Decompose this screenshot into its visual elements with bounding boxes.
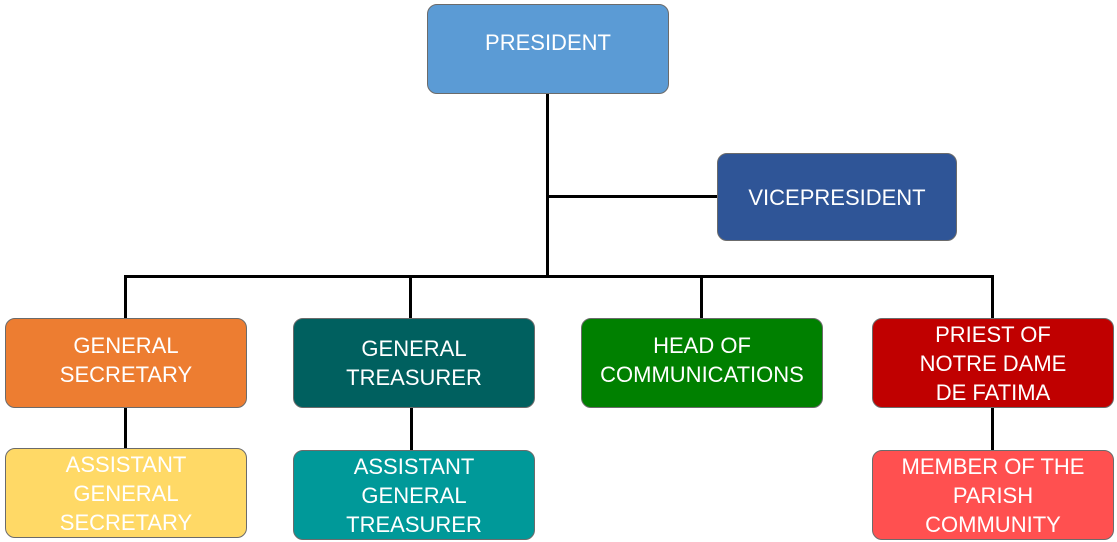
connector-priest-to-member bbox=[991, 407, 994, 451]
connector-drop-head-of-communications bbox=[700, 275, 703, 319]
connector-treasurer-to-assistant bbox=[410, 407, 413, 451]
connector-drop-general-treasurer bbox=[409, 275, 412, 319]
connector-drop-general-secretary bbox=[124, 275, 127, 319]
node-general-treasurer: GENERAL TREASURER bbox=[293, 318, 535, 408]
connector-drop-priest bbox=[991, 275, 994, 319]
connector-vicepresident-branch bbox=[546, 195, 718, 198]
node-president: PRESIDENT bbox=[427, 4, 669, 94]
node-head-of-communications: HEAD OF COMMUNICATIONS bbox=[581, 318, 823, 408]
node-assistant-general-secretary: ASSISTANT GENERAL SECRETARY bbox=[5, 448, 247, 538]
node-priest: PRIEST OF NOTRE DAME DE FATIMA bbox=[872, 318, 1114, 408]
connector-horizontal-bus bbox=[124, 275, 994, 278]
node-vice-president: VICEPRESIDENT bbox=[717, 153, 957, 241]
connector-president-trunk bbox=[546, 93, 549, 277]
node-member-of-parish-community: MEMBER OF THE PARISH COMMUNITY bbox=[872, 450, 1114, 540]
node-general-secretary: GENERAL SECRETARY bbox=[5, 318, 247, 408]
connector-secretary-to-assistant bbox=[124, 407, 127, 449]
node-assistant-general-treasurer: ASSISTANT GENERAL TREASURER bbox=[293, 450, 535, 540]
